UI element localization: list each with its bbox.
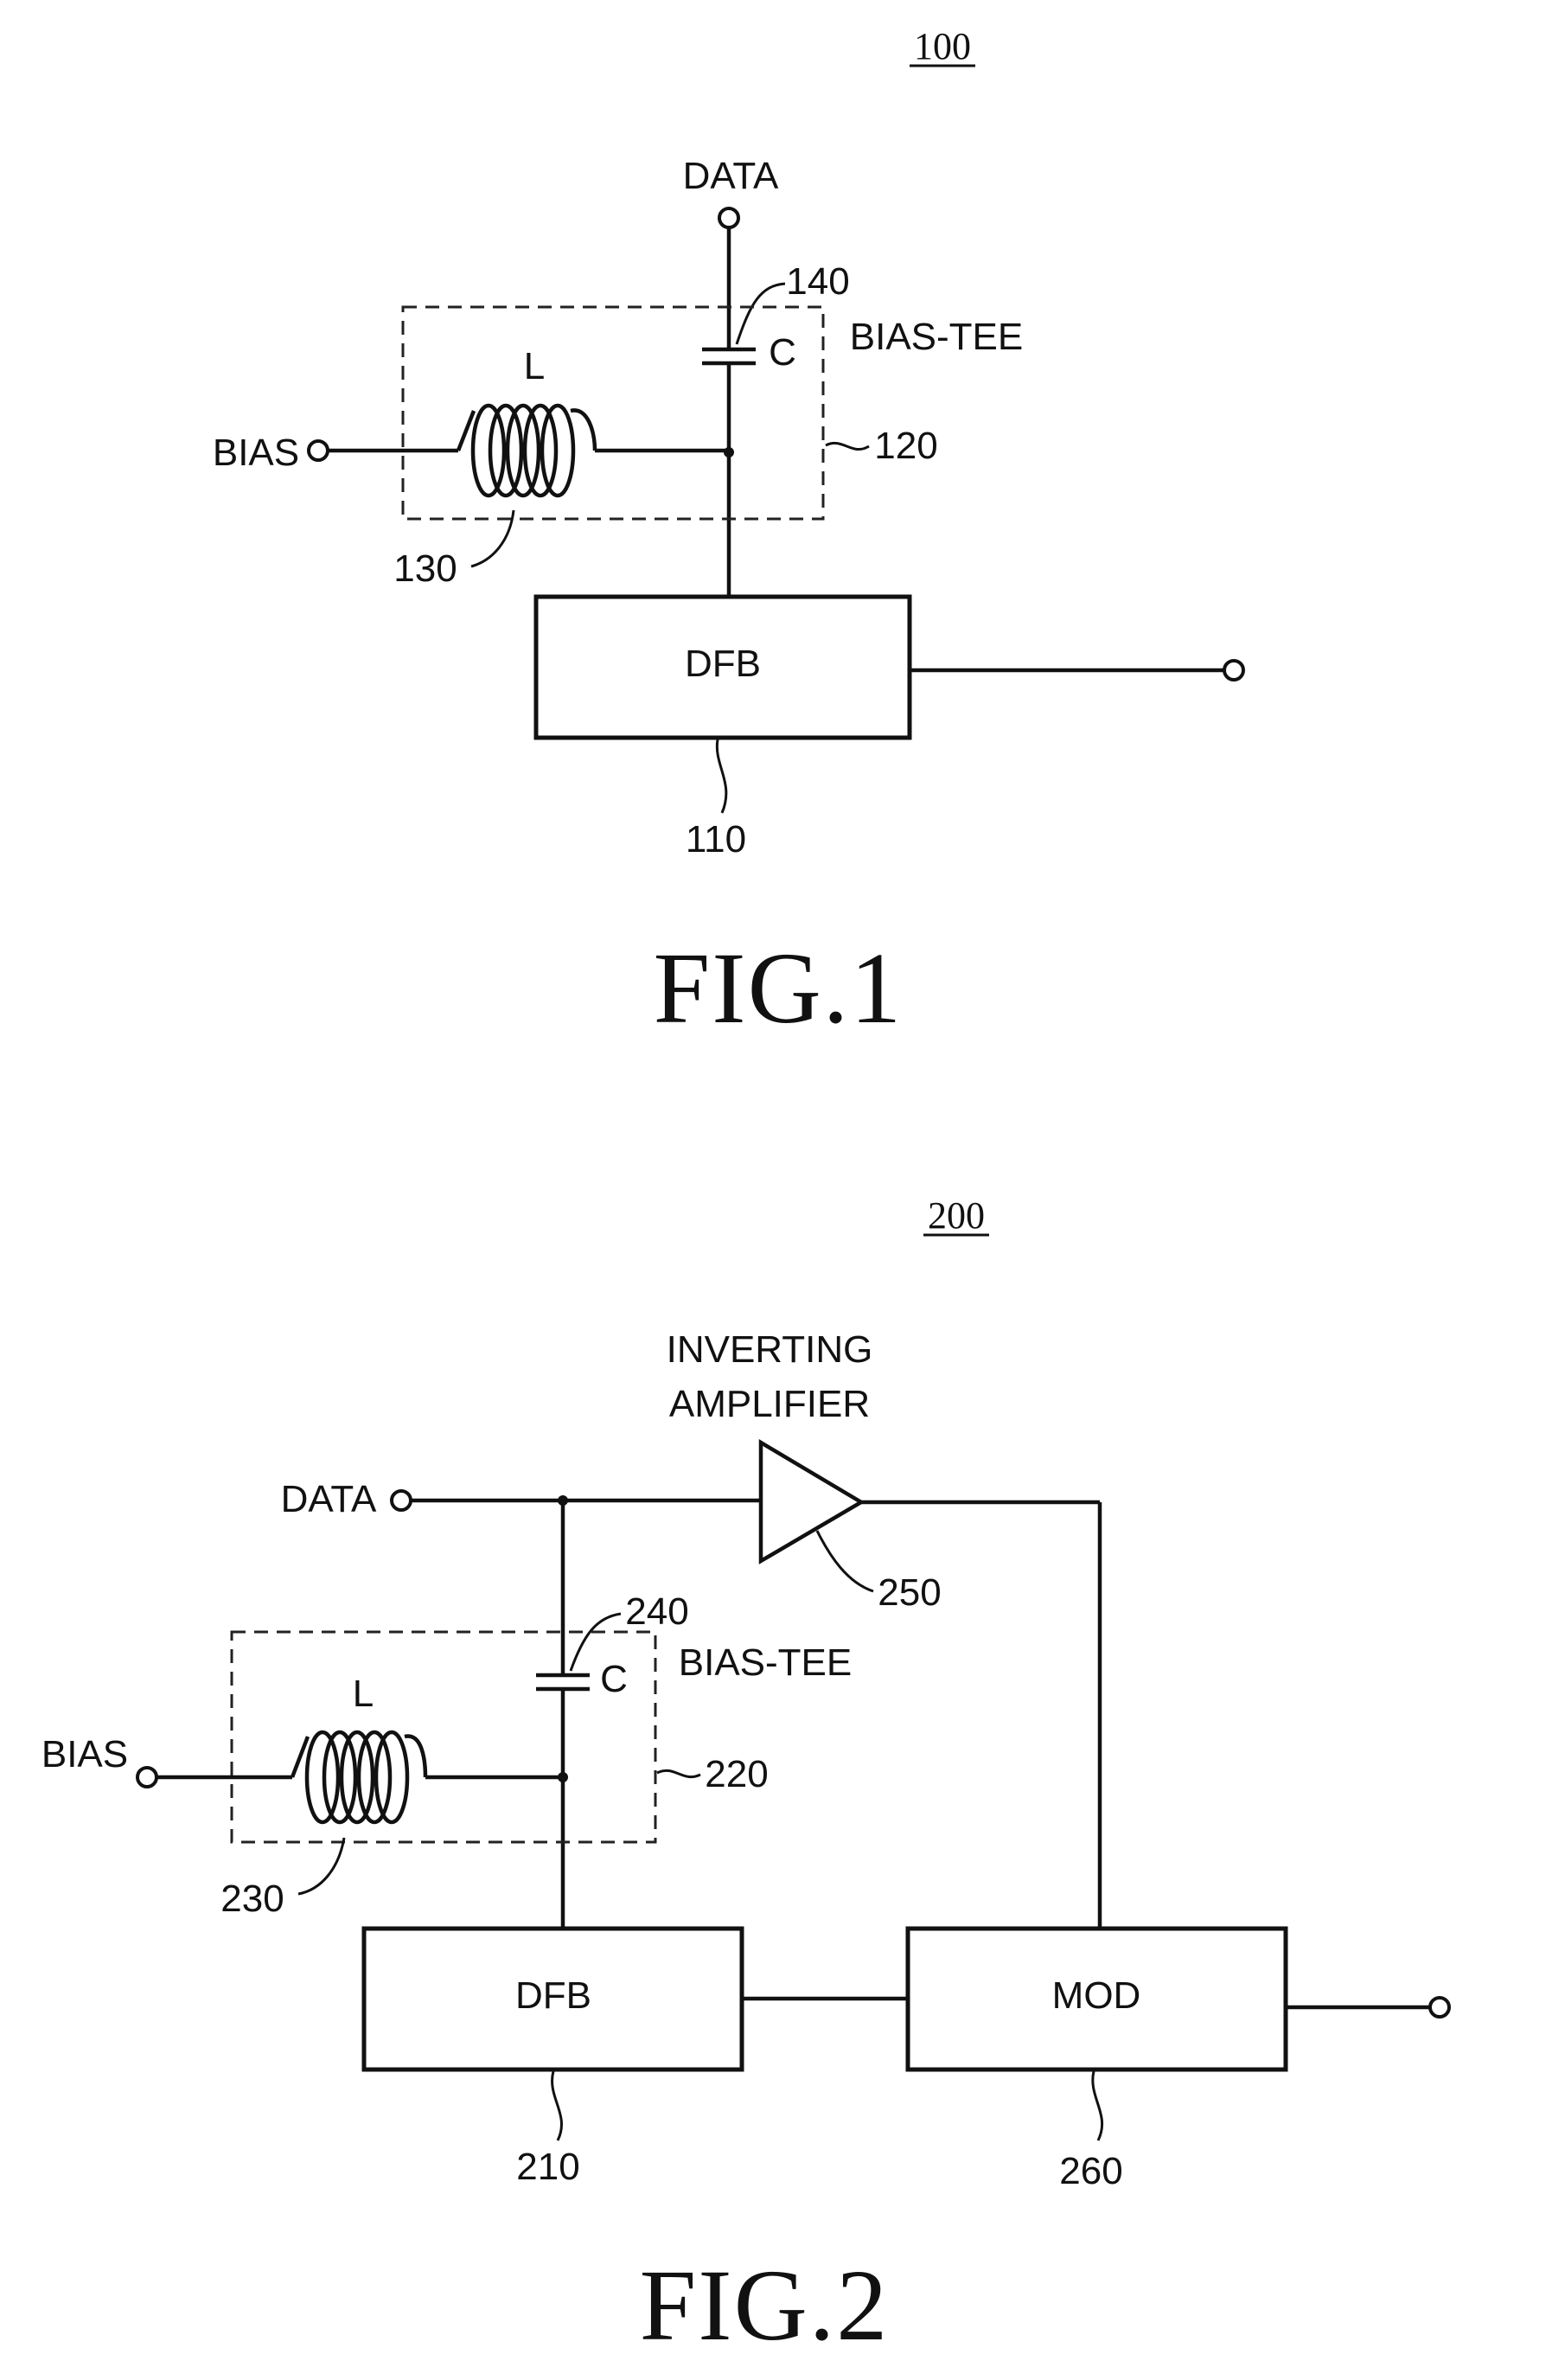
inductor-fig1 [458, 406, 729, 496]
figure-1-ref: 100 [914, 25, 971, 67]
inductor-ref-fig1: 130 [393, 547, 457, 590]
data-label-fig1: DATA [683, 155, 779, 197]
figure-1-caption: FIG.1 [654, 931, 904, 1045]
dfb-ref-fig2: 210 [516, 2146, 579, 2188]
capacitor-ref-fig2: 240 [625, 1590, 688, 1633]
bias-terminal-fig1 [309, 441, 328, 460]
capacitor-ref-fig1: 140 [786, 260, 849, 303]
bias-tee-box-fig1 [403, 307, 823, 519]
figure-2-ref: 200 [928, 1194, 985, 1237]
capacitor-fig1 [702, 349, 756, 363]
dfb-ref-fig1: 110 [686, 818, 746, 861]
bias-tee-ref-leader-fig2 [657, 1770, 700, 1776]
inverting-amplifier [761, 1443, 861, 1561]
figure-2: 200 INVERTING AMPLIFIER DATA 250 C 240 B… [42, 1194, 1449, 2362]
bias-tee-box-fig2 [232, 1632, 655, 1842]
bias-tee-ref-fig2: 220 [705, 1753, 768, 1795]
amplifier-label-line1: INVERTING [667, 1328, 873, 1371]
data-label-fig2: DATA [281, 1478, 377, 1520]
figure-2-caption: FIG.2 [640, 2249, 890, 2362]
data-terminal-fig1 [719, 208, 738, 227]
output-terminal-fig1 [1224, 661, 1243, 680]
amplifier-ref-leader [817, 1531, 873, 1591]
dfb-label-fig2: DFB [515, 1974, 591, 2017]
mod-ref-leader [1093, 2071, 1102, 2140]
inductor-label-fig1: L [524, 345, 545, 387]
capacitor-label-fig1: C [769, 331, 796, 374]
data-terminal-fig2 [392, 1491, 411, 1510]
output-terminal-fig2 [1430, 1998, 1449, 2017]
bias-label-fig1: BIAS [213, 432, 299, 474]
bias-tee-ref-fig1: 120 [874, 425, 937, 467]
dfb-ref-leader-fig1 [717, 739, 726, 813]
inductor-ref-leader-fig2 [298, 1838, 344, 1894]
figure-1: 100 DATA C 140 BIAS-TEE 120 BIAS [213, 25, 1243, 1045]
capacitor-label-fig2: C [600, 1658, 628, 1700]
bias-tee-label-fig2: BIAS-TEE [679, 1641, 853, 1684]
bias-label-fig2: BIAS [42, 1733, 128, 1775]
inductor-fig2 [292, 1732, 563, 1822]
dfb-label-fig1: DFB [685, 643, 761, 685]
bias-terminal-fig2 [137, 1768, 156, 1787]
bias-tee-label-fig1: BIAS-TEE [850, 316, 1024, 358]
dfb-ref-leader-fig2 [552, 2071, 562, 2140]
amplifier-ref: 250 [878, 1571, 941, 1614]
mod-ref: 260 [1059, 2150, 1122, 2192]
inductor-label-fig2: L [353, 1673, 374, 1715]
capacitor-fig2 [536, 1675, 590, 1689]
amplifier-label-line2: AMPLIFIER [669, 1383, 870, 1425]
mod-label: MOD [1052, 1974, 1141, 2017]
bias-tee-ref-leader-fig1 [826, 443, 869, 449]
inductor-ref-fig2: 230 [220, 1878, 284, 1920]
